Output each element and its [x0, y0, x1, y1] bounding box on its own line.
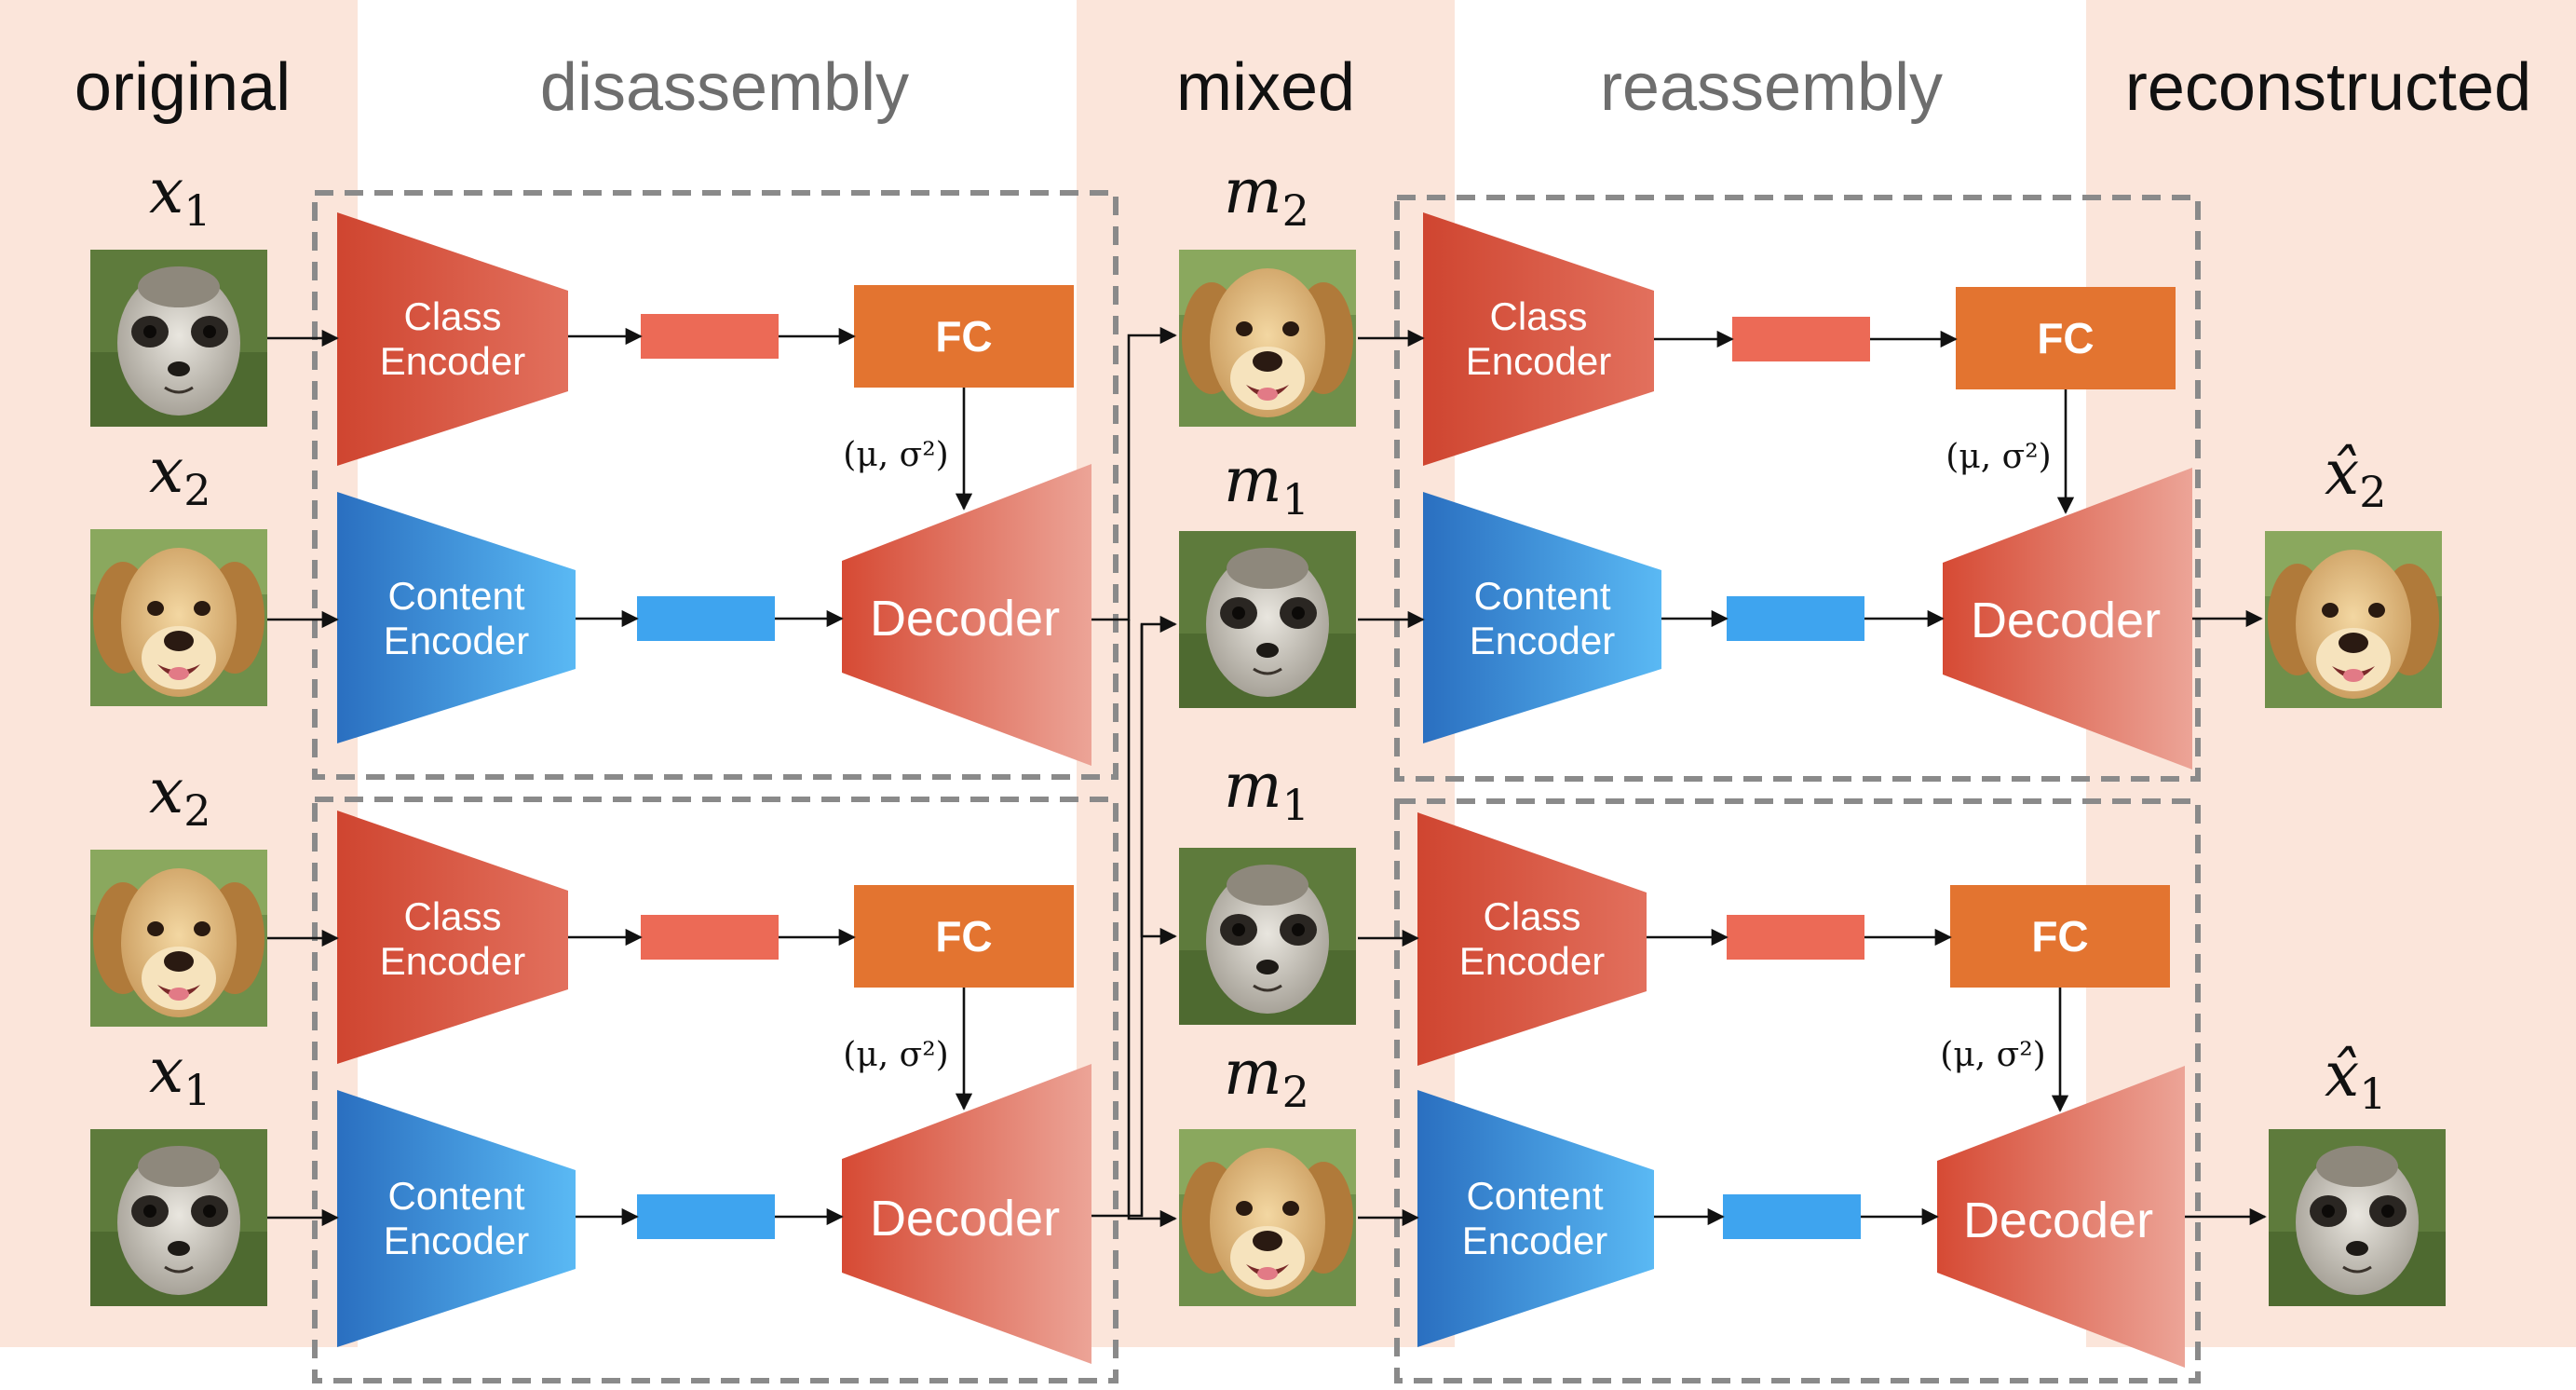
class-encoder-block — [1423, 212, 1654, 466]
output-image-dog — [2265, 531, 2442, 708]
decoder-block — [1937, 1066, 2185, 1368]
content-encoder-label: Content — [387, 574, 524, 618]
column-headers: original disassembly mixed reassembly re… — [75, 50, 2531, 125]
class-encoder-label: Encoder — [380, 939, 525, 983]
reassembly-box-bottom — [1394, 798, 2201, 1383]
mixed-image-meerkat-3 — [1177, 848, 1358, 1025]
content-encoder-block — [337, 1090, 576, 1347]
class-encoder-block — [337, 811, 568, 1064]
mixed-label-4: m2 — [1224, 1037, 1309, 1117]
class-code — [1732, 317, 1870, 361]
class-code — [641, 915, 779, 960]
params-label: (μ, σ²) — [843, 1036, 948, 1074]
class-code — [641, 314, 779, 359]
content-encoder-label: Content — [1466, 1174, 1603, 1218]
header-original: original — [75, 50, 291, 125]
class-encoder-block — [1417, 812, 1647, 1066]
fc-block — [1956, 287, 2176, 389]
fc-label: FC — [2031, 912, 2088, 961]
class-encoder-label: Class — [1489, 294, 1587, 338]
content-encoder-block — [1423, 492, 1661, 743]
content-encoder-label: Encoder — [1470, 619, 1615, 662]
header-reassembly: reassembly — [1600, 50, 1943, 125]
content-encoder-block — [1417, 1090, 1654, 1347]
mixed-image-dog-1 — [1179, 250, 1356, 427]
class-encoder-label: Class — [403, 294, 501, 338]
decoder-label: Decoder — [870, 1191, 1060, 1247]
output-label-2: x̂1 — [2325, 1039, 2387, 1119]
module-boxes — [312, 190, 2201, 1383]
params-label: (μ, σ²) — [1940, 1036, 2045, 1074]
input-label-4: x1 — [149, 1035, 211, 1115]
input-label-1: x1 — [149, 156, 211, 236]
header-disassembly: disassembly — [540, 50, 909, 125]
input-image-meerkat-4 — [90, 1129, 267, 1306]
decoder-block — [842, 464, 1091, 766]
fc-block — [854, 285, 1074, 388]
class-encoder-label: Encoder — [1466, 339, 1611, 383]
fc-label: FC — [935, 912, 992, 961]
output-label-1: x̂2 — [2325, 437, 2387, 517]
disassembly-module-top: x1 x2 Class Encoder Content Encoder FC (… — [90, 156, 1091, 766]
mixed-label-1: m2 — [1224, 156, 1309, 236]
mixed-label-2: m1 — [1224, 444, 1309, 525]
content-encoder-label: Content — [1473, 574, 1610, 618]
class-encoder-label: Encoder — [380, 339, 525, 383]
params-label: (μ, σ²) — [1946, 438, 2051, 476]
mixed-image-meerkat-2 — [1177, 531, 1358, 708]
output-image-meerkat — [2267, 1129, 2447, 1306]
input-image-dog-2 — [90, 529, 267, 706]
input-label-2: x2 — [149, 435, 211, 515]
class-encoder-label: Class — [1483, 894, 1580, 938]
header-reconstructed: reconstructed — [2125, 50, 2531, 125]
content-encoder-label: Content — [387, 1174, 524, 1218]
mixing-connectors — [1091, 326, 1177, 1228]
disassembly-box-bottom — [312, 797, 1119, 1383]
content-code — [1723, 1194, 1861, 1239]
params-label: (μ, σ²) — [843, 436, 948, 474]
class-encoder-block — [337, 212, 568, 466]
fc-block — [1950, 885, 2170, 988]
reassembly-module-top: Class Encoder Content Encoder FC (μ, σ²)… — [1358, 212, 2263, 770]
input-label-3: x2 — [149, 756, 211, 836]
input-image-dog-3 — [90, 850, 267, 1027]
content-encoder-block — [337, 492, 576, 743]
class-encoder-label: Class — [403, 894, 501, 938]
content-code — [637, 596, 775, 641]
fc-label: FC — [935, 312, 992, 361]
mixed-image-dog-4 — [1179, 1129, 1356, 1306]
decoder-block — [842, 1064, 1091, 1364]
reassembly-module-bottom: Class Encoder Content Encoder FC (μ, σ²)… — [1358, 812, 2267, 1368]
decoder-label: Decoder — [1971, 593, 2161, 648]
content-encoder-label: Encoder — [384, 1219, 529, 1262]
content-code — [637, 1194, 775, 1239]
reconstructed-column: x̂2 x̂1 — [2265, 437, 2447, 1306]
disassembly-module-bottom: x2 x1 Class Encoder Content Encoder FC (… — [90, 756, 1091, 1364]
reassembly-box-top — [1394, 195, 2201, 782]
mixed-column: m2 m1 m1 m2 — [1177, 156, 1358, 1306]
input-image-meerkat-1 — [90, 250, 267, 427]
mixed-label-3: m1 — [1224, 750, 1309, 830]
content-encoder-label: Encoder — [384, 619, 529, 662]
decoder-label: Decoder — [870, 591, 1060, 647]
fc-block — [854, 885, 1074, 988]
class-code — [1727, 915, 1864, 960]
class-encoder-label: Encoder — [1459, 939, 1605, 983]
content-code — [1727, 596, 1864, 641]
fc-label: FC — [2037, 314, 2094, 362]
decoder-label: Decoder — [1963, 1192, 2153, 1248]
decoder-block — [1943, 468, 2192, 770]
disassembly-box-top — [312, 190, 1119, 780]
content-encoder-label: Encoder — [1462, 1219, 1607, 1262]
header-mixed: mixed — [1176, 50, 1355, 125]
